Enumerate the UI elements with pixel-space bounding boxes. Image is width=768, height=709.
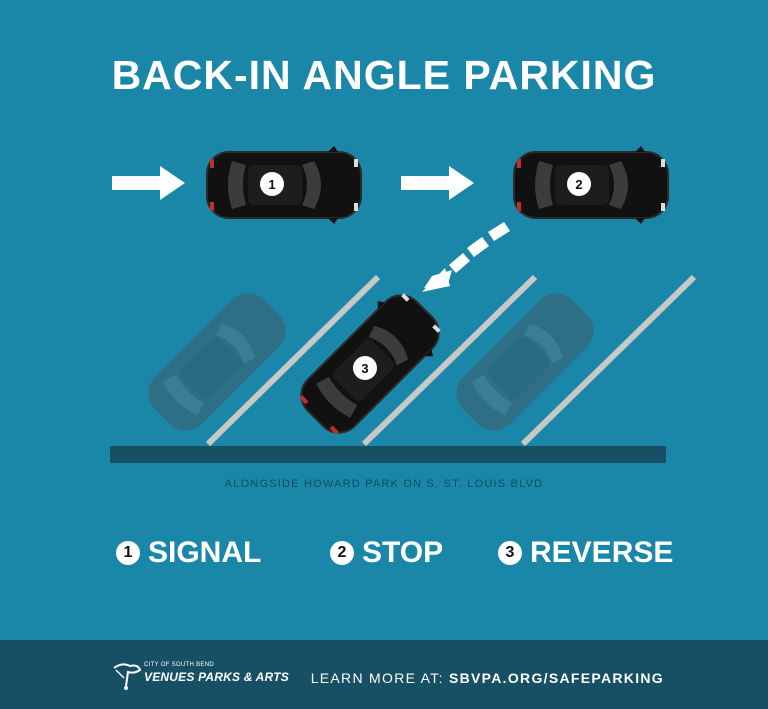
parked-car [447,284,603,440]
logo-org-text: VENUES PARKS & ARTS [144,670,289,684]
parked-car [139,284,295,440]
step-reverse: 3 REVERSE [498,536,673,570]
logo-city-text: CITY OF SOUTH BEND [144,662,214,668]
step-label: STOP [362,536,444,569]
car-number-badge [260,172,284,196]
page-title: BACK-IN ANGLE PARKING [111,52,657,98]
car-number: 3 [361,361,368,376]
steps: 1 SIGNAL 2 STOP 3 REVERSE [0,536,768,576]
car-1 [206,145,362,225]
step-number: 1 [116,541,140,565]
arrow-right-icon [401,166,474,200]
location-caption: ALONGSIDE HOWARD PARK ON S. ST. LOUIS BL… [224,478,544,490]
parking-diagram: 1 2 3 [110,145,697,463]
step-label: SIGNAL [148,536,262,569]
car-number: 1 [268,177,275,192]
step-number: 3 [498,541,522,565]
step-stop: 2 STOP [330,536,443,570]
car-number-badge [353,356,377,380]
learn-more-link[interactable]: SBVPA.ORG/SAFEPARKING [448,670,664,686]
curb [110,446,666,463]
arrow-right-icon [112,166,185,200]
car-number: 2 [575,177,582,192]
tree-logo-icon [113,663,142,690]
car-2 [513,145,669,225]
footer: CITY OF SOUTH BEND VENUES PARKS & ARTS L… [0,640,768,709]
reverse-arrow-icon [422,222,510,292]
step-number: 2 [330,541,354,565]
car-number-badge [567,172,591,196]
step-signal: 1 SIGNAL [116,536,261,570]
logo[interactable]: CITY OF SOUTH BEND VENUES PARKS & ARTS [110,660,289,690]
learn-more-label: LEARN MORE AT: [310,670,444,686]
learn-more: LEARN MORE AT: SBVPA.ORG/SAFEPARKING [311,670,664,686]
parking-stripes [205,274,697,447]
step-label: REVERSE [530,536,674,569]
